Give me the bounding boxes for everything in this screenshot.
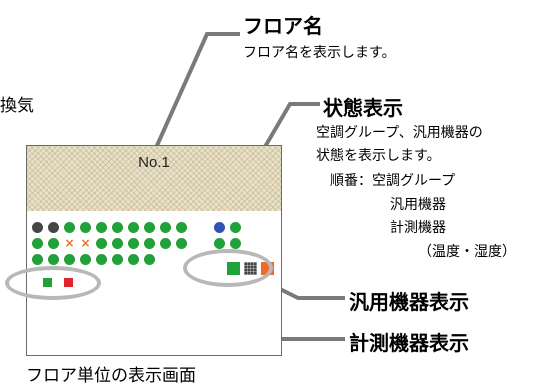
status-dot[interactable] (32, 222, 43, 233)
floor-number-label: No.1 (138, 154, 170, 171)
status-dot[interactable] (48, 222, 59, 233)
status-dot[interactable] (80, 254, 91, 265)
status-dot[interactable] (160, 222, 171, 233)
measurement-equipment-title: 計測機器表示 (349, 331, 469, 355)
status-dot[interactable] (80, 222, 91, 233)
status-desc-line-2: 状態を表示します。 (316, 148, 441, 164)
status-order-item-3: （温度・湿度） (418, 244, 516, 260)
status-dot[interactable] (112, 254, 123, 265)
status-dot[interactable] (128, 254, 139, 265)
status-dot[interactable] (96, 238, 107, 249)
status-order-item-2: 計測機器 (390, 220, 446, 236)
status-dot[interactable] (230, 222, 241, 233)
general-equipment-title: 汎用機器表示 (349, 290, 469, 314)
floor-panel-header: No.1 (27, 146, 281, 211)
panel-caption: フロア単位の表示画面 (26, 366, 196, 386)
status-dot[interactable] (176, 222, 187, 233)
status-dot[interactable] (128, 238, 139, 249)
status-dot[interactable] (96, 222, 107, 233)
general-equipment-highlight (183, 249, 273, 287)
status-dot[interactable] (160, 238, 171, 249)
status-dot[interactable] (96, 254, 107, 265)
error-cross-icon[interactable]: × (80, 236, 91, 250)
status-dot[interactable] (144, 254, 155, 265)
status-dot[interactable] (214, 222, 225, 233)
status-dot[interactable] (214, 238, 225, 249)
status-title: 状態表示 (323, 96, 403, 120)
status-dot[interactable] (176, 238, 187, 249)
status-dot[interactable] (230, 238, 241, 249)
status-dot[interactable] (32, 238, 43, 249)
left-cut-text: 換気 (0, 96, 34, 116)
floor-name-title: フロア名 (243, 14, 323, 38)
floor-panel[interactable]: No.1 × × (26, 145, 282, 356)
floor-name-leader (153, 32, 240, 151)
status-dot[interactable] (48, 238, 59, 249)
status-dot[interactable] (64, 222, 75, 233)
status-dot[interactable] (128, 222, 139, 233)
status-dot[interactable] (32, 254, 43, 265)
status-dot[interactable] (64, 254, 75, 265)
measurement-highlight (5, 266, 101, 300)
status-dot[interactable] (144, 238, 155, 249)
status-order-item-1: 汎用機器 (390, 197, 446, 213)
status-desc-line-1: 空調グループ、汎用機器の (316, 125, 483, 141)
floor-name-desc: フロア名を表示します。 (243, 45, 396, 61)
status-dot[interactable] (112, 222, 123, 233)
status-dot[interactable] (48, 254, 59, 265)
error-cross-icon[interactable]: × (64, 236, 75, 250)
status-dot[interactable] (112, 238, 123, 249)
status-dot[interactable] (144, 222, 155, 233)
status-order-label: 順番：空調グループ (330, 173, 456, 189)
